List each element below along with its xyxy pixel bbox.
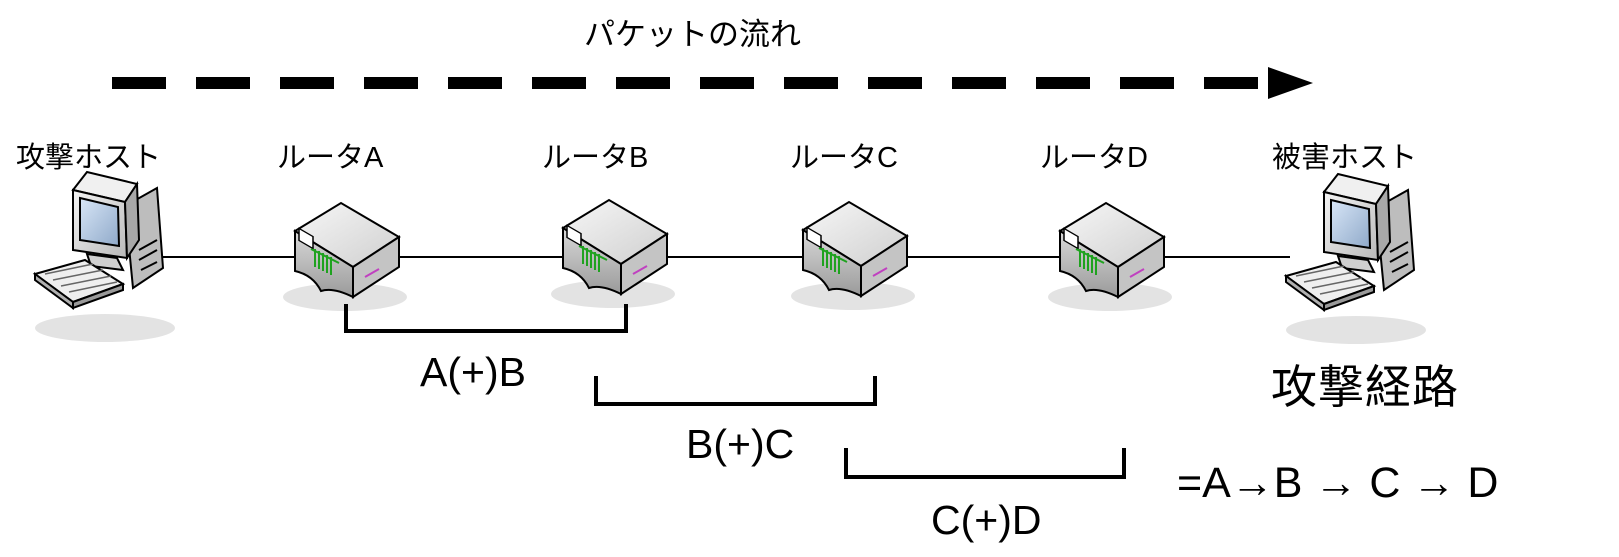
pair-label-bc: B(+)C [686,421,795,467]
bracket-bc [594,376,877,406]
router-c-label: ルータC [790,142,898,174]
victim-host-label: 被害ホスト [1272,142,1418,174]
flow-arrow-head [1268,67,1313,99]
router-c-icon [790,201,916,311]
pair-label-ab: A(+)B [420,349,526,395]
router-b-icon [550,199,676,309]
router-b-label: ルータB [542,142,649,174]
router-d-icon [1047,202,1173,312]
packet-flow-title: パケットの流れ [584,17,801,52]
router-a-icon [282,202,408,312]
attacker-host-icon [34,171,176,343]
attack-route-value: =A→B → C → D [1177,459,1499,507]
attacker-host-label: 攻撃ホスト [16,142,162,174]
router-a-label: ルータA [277,142,384,174]
bracket-cd [844,448,1126,479]
bracket-ab [344,304,628,333]
router-d-label: ルータD [1040,142,1148,174]
attack-route-title: 攻撃経路 [1271,361,1459,413]
pair-label-cd: C(+)D [931,497,1042,543]
victim-host-icon [1285,173,1427,345]
